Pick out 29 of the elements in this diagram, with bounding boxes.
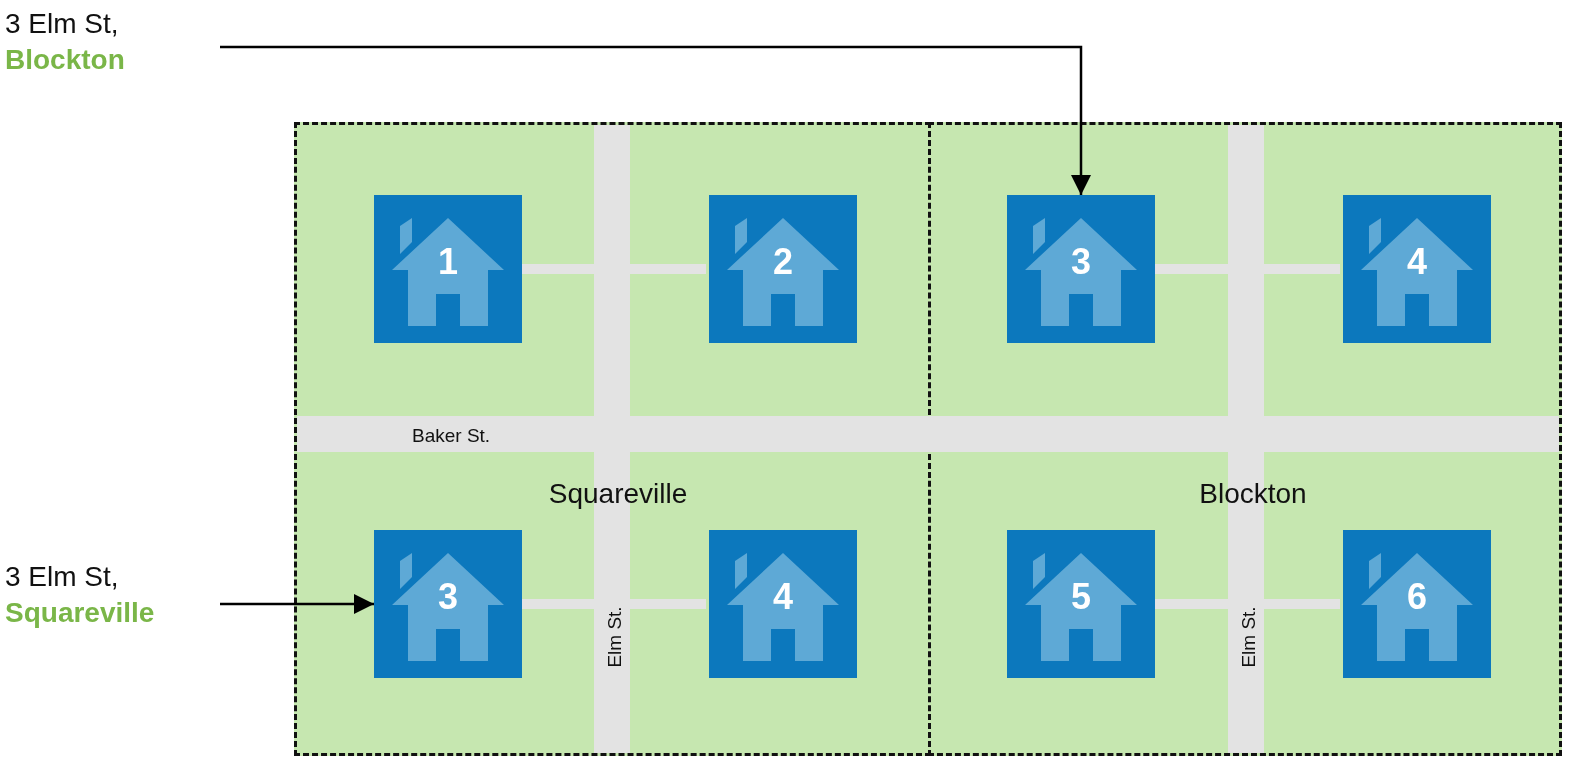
- house-tile: [709, 530, 857, 678]
- house-tile: [1007, 195, 1155, 343]
- house-tile: [374, 530, 522, 678]
- arrow: [220, 45, 1091, 195]
- house-number: 3: [437, 576, 459, 618]
- house-number: 1: [437, 241, 459, 283]
- street-name: Elm St.: [604, 606, 626, 668]
- house-number: 4: [772, 576, 794, 618]
- house-tile: [374, 195, 522, 343]
- town-name: Blockton: [5, 43, 126, 77]
- district-name: Blockton: [1199, 477, 1307, 511]
- house-tile: [1343, 195, 1491, 343]
- arrow: [220, 594, 374, 614]
- house-number: 3: [1070, 241, 1092, 283]
- street-name: Elm St.: [1238, 606, 1260, 668]
- street-name: Baker St.: [412, 425, 491, 447]
- house-number: 6: [1406, 576, 1428, 618]
- house-number: 2: [772, 241, 794, 283]
- district-area: [294, 122, 931, 756]
- district-area: [928, 122, 1562, 756]
- town-name: Squareville: [5, 596, 156, 630]
- house-tile: [1343, 530, 1491, 678]
- district-name: Squareville: [548, 477, 688, 511]
- house-number: 4: [1406, 241, 1428, 283]
- house-tile: [1007, 530, 1155, 678]
- address-text: 3 Elm St,: [5, 560, 120, 594]
- address-text: 3 Elm St,: [5, 7, 120, 41]
- house-number: 5: [1070, 576, 1092, 618]
- house-tile: [709, 195, 857, 343]
